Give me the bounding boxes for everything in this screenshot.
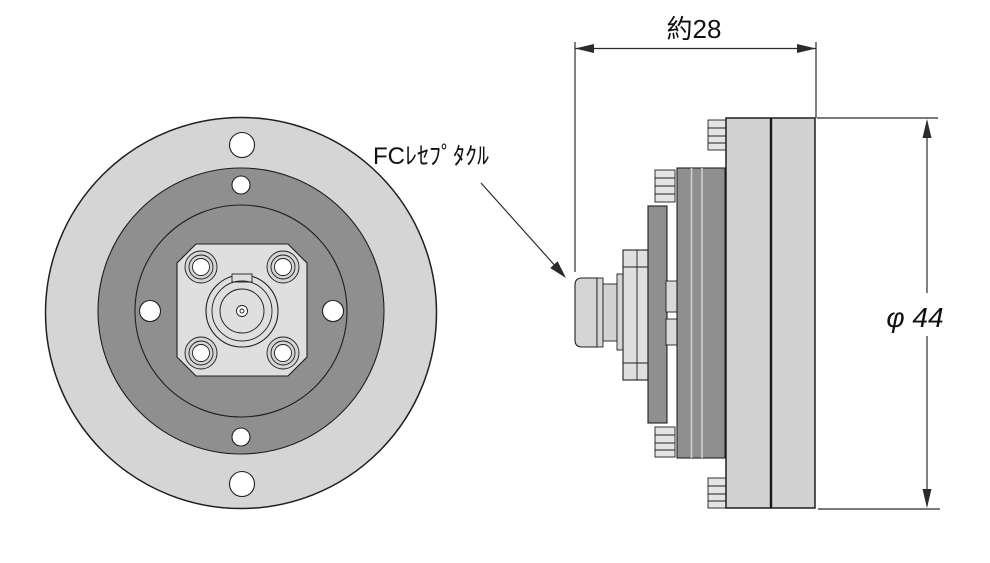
connector-thread-circle — [211, 280, 273, 342]
flange-hole-top — [228, 131, 256, 159]
knurl-ring-mid-top — [654, 169, 676, 203]
nose-step-ring — [616, 273, 624, 351]
length-dimension-text: 約28 — [667, 14, 722, 44]
connector-key-tab — [231, 273, 253, 283]
front-view — [44, 116, 438, 510]
screw-mid-ring — [270, 340, 296, 366]
connector-ferrule-circle — [219, 288, 265, 334]
mount-screw-top-right — [266, 250, 300, 284]
knurl-block — [707, 477, 727, 509]
screw-mid-ring — [188, 340, 214, 366]
slot-insert-lower — [665, 318, 678, 346]
knurl-block — [707, 119, 727, 151]
arrowhead-down-icon — [922, 489, 932, 508]
mount-screw-bottom-left — [184, 336, 218, 370]
housing-plate — [647, 205, 668, 424]
slot-insert-upper — [665, 280, 678, 313]
arrowhead-up-icon — [922, 119, 932, 138]
inner-ring-line — [134, 204, 348, 418]
screw-hole — [192, 258, 210, 276]
nose-barrel — [602, 283, 618, 342]
nose-ring — [596, 277, 604, 348]
mount-screw-top-left — [184, 250, 218, 284]
screw-mid-ring — [188, 254, 214, 280]
fiber-core-dot — [239, 308, 245, 314]
arrowhead-left-icon — [575, 44, 594, 53]
arrowhead-right-icon — [797, 44, 816, 53]
part-label: FCﾚｾﾌﾟﾀｸﾙ — [373, 143, 489, 170]
screw-hole — [192, 344, 210, 362]
screw-mid-ring — [270, 254, 296, 280]
ferrule-bore — [236, 305, 248, 317]
flange-hole-bottom — [228, 470, 256, 498]
body-hole-bottom — [231, 427, 251, 447]
leader-line — [480, 182, 559, 270]
diameter-dimension-text: φ 44 — [886, 302, 943, 333]
knurl-ring-flange-bottom — [707, 477, 727, 509]
body-hole-top — [231, 175, 251, 195]
dimension-diameter: φ 44 — [817, 117, 944, 510]
screw-hole — [274, 344, 292, 362]
part-label-callout: FCﾚｾﾌﾟﾀｸﾙ — [373, 143, 566, 278]
body-hole-left — [138, 299, 162, 323]
knurl-ring-flange-top — [707, 119, 727, 151]
mount-screw-bottom-right — [266, 336, 300, 370]
side-view — [574, 117, 816, 509]
knurl-ring-mid-bottom — [654, 426, 676, 458]
body-hole-right — [321, 299, 345, 323]
fc-connector-front — [205, 273, 279, 348]
nose-cap — [574, 277, 598, 348]
knurl-block — [654, 426, 676, 458]
housing-body — [676, 167, 726, 459]
leader-arrowhead-icon — [550, 261, 566, 278]
screw-hole — [274, 258, 292, 276]
dimension-length: 約28 — [574, 14, 817, 272]
mount-plate-side — [622, 249, 649, 381]
